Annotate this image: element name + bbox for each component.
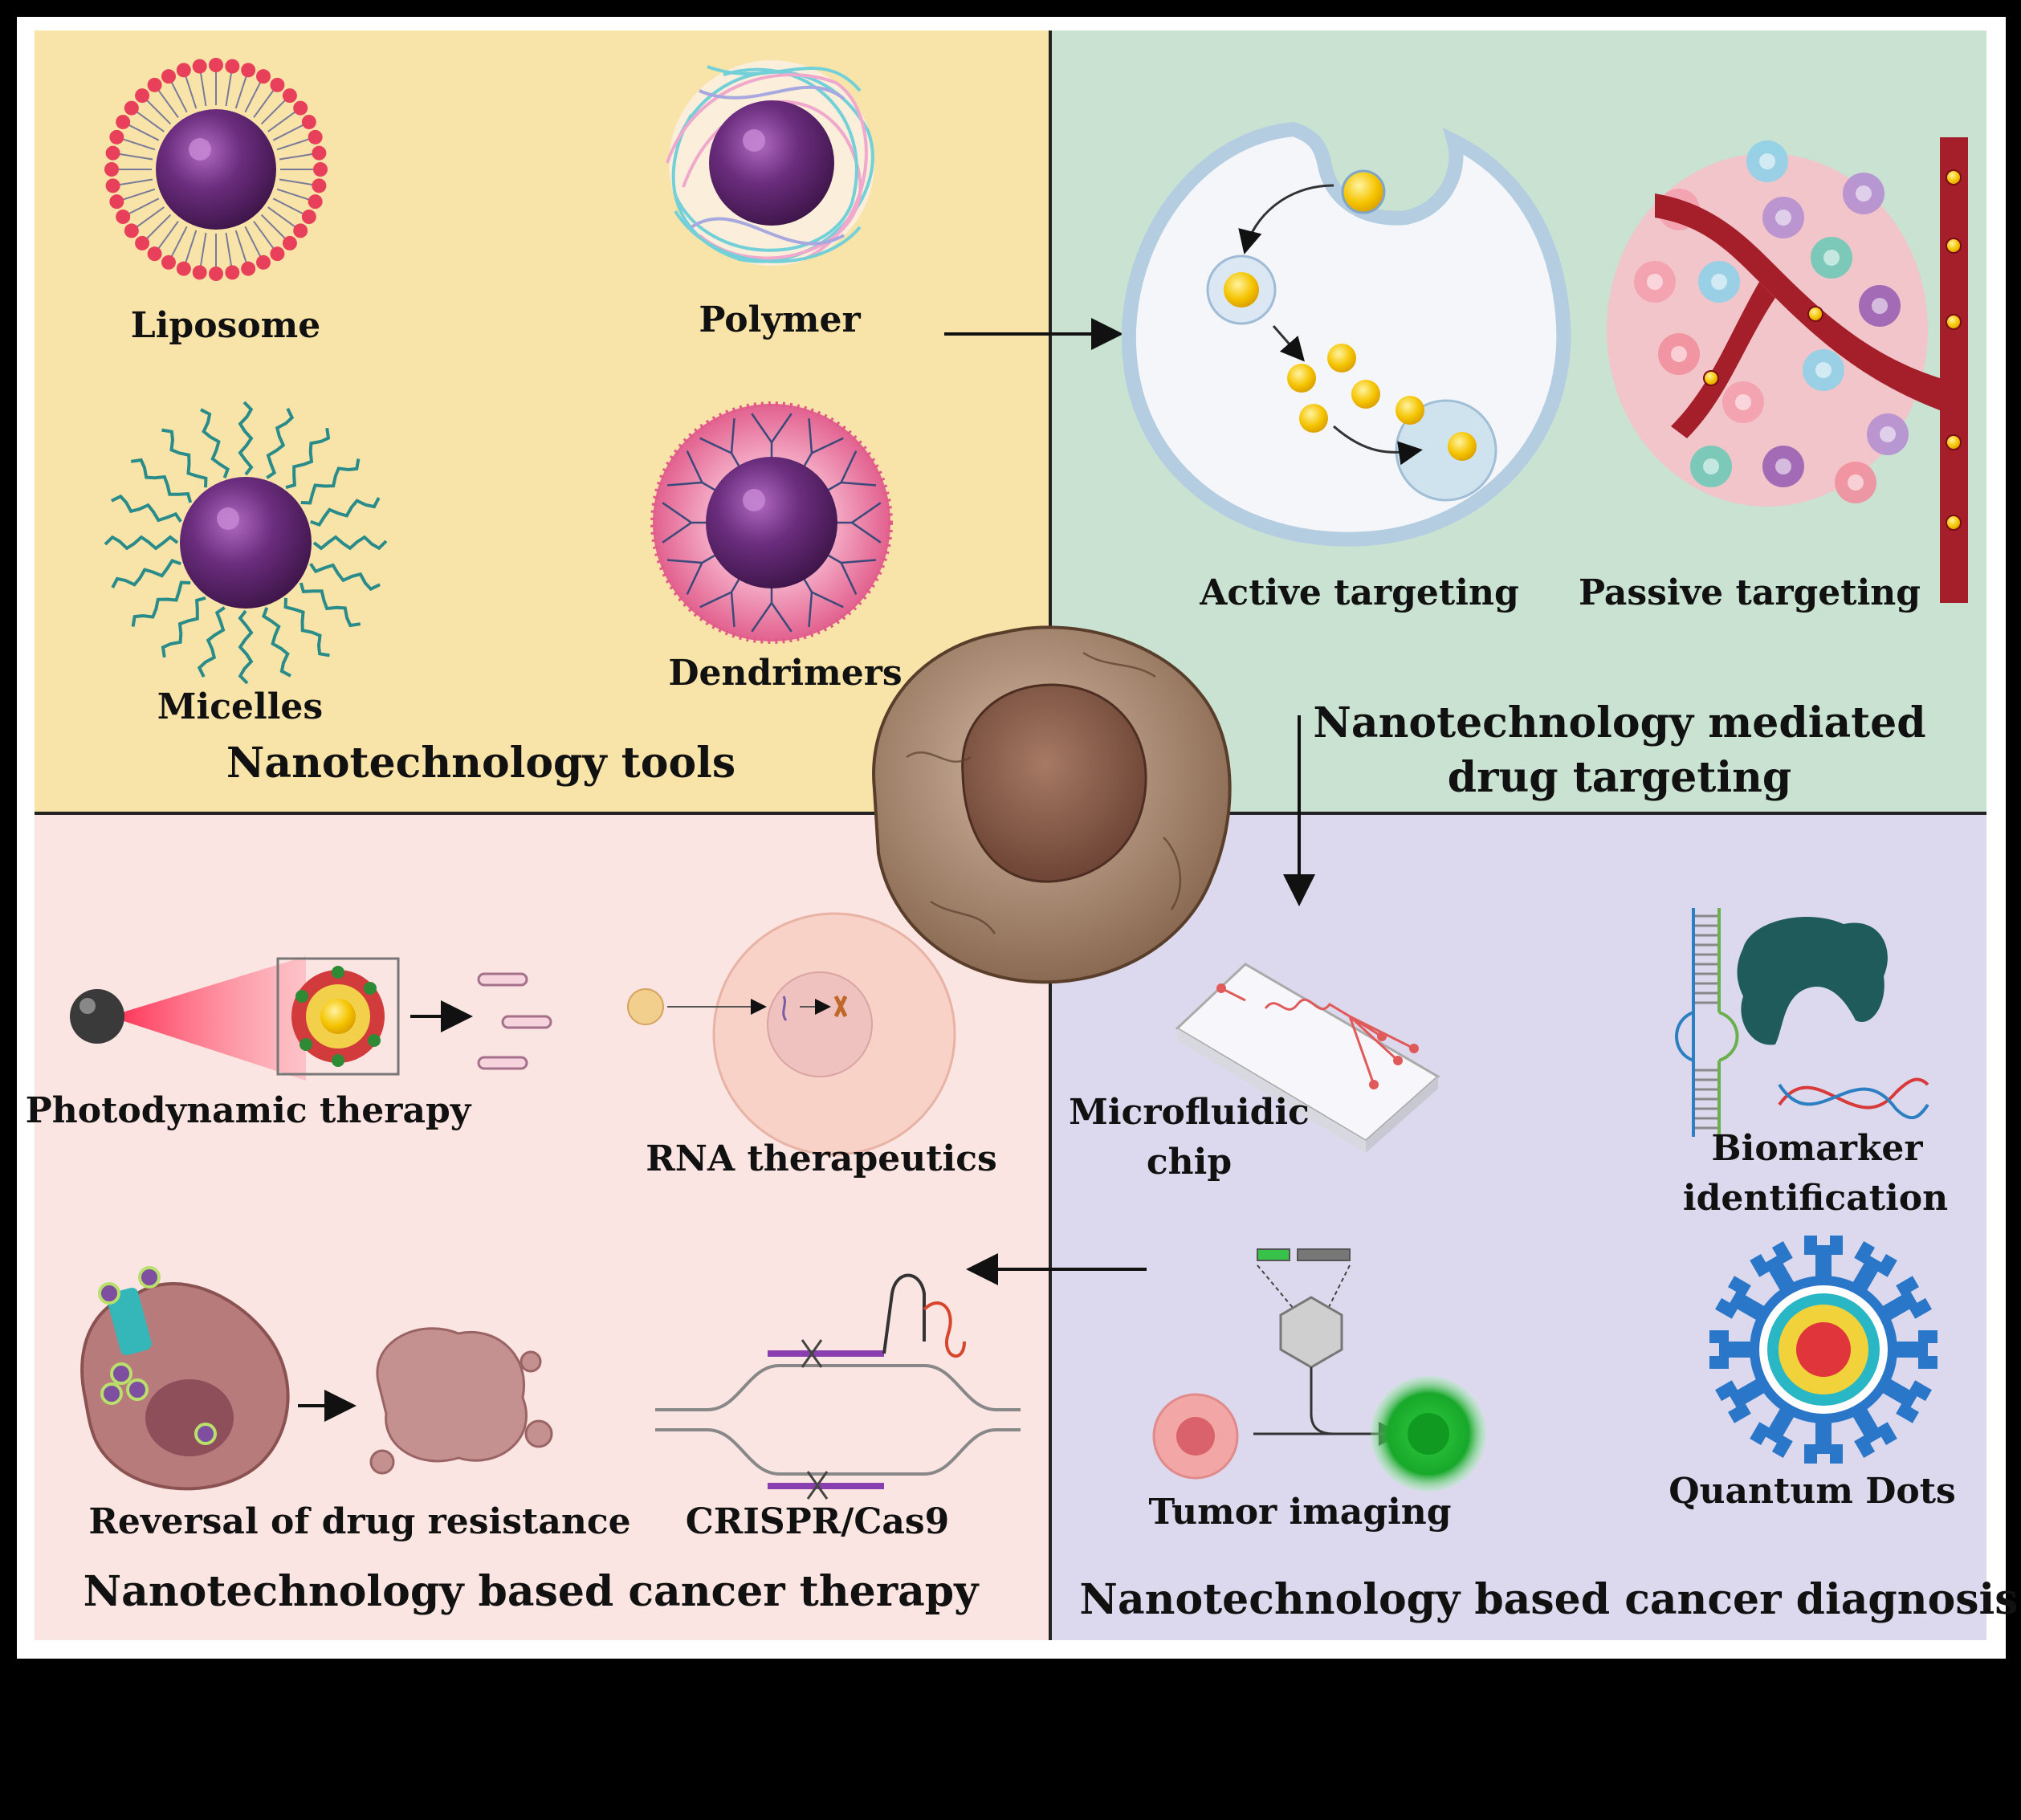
- active-targeting-cell-icon: [1121, 121, 1571, 547]
- liposome-icon: [104, 58, 328, 281]
- micelle-icon: [104, 401, 388, 685]
- biomarker-dna-icon: [1675, 908, 1929, 1137]
- rna-cell-icon: [627, 912, 956, 1156]
- photodynamic-therapy-label: Photodynamic therapy: [25, 1090, 471, 1131]
- microfluidic-chip-icon: [1175, 963, 1440, 1153]
- passive-targeting-label: Passive targeting: [1578, 572, 1921, 613]
- tumor-imaging-label: Tumor imaging: [1148, 1492, 1452, 1533]
- crispr-label: CRISPR/Cas9: [685, 1501, 950, 1542]
- chip-label: chip: [1146, 1142, 1233, 1183]
- fragmented-cell-icon: [369, 1327, 553, 1475]
- liposome-label: Liposome: [130, 305, 321, 346]
- tumor-imaging-icon: [1152, 1248, 1486, 1492]
- drug-resistance-label: Reversal of drug resistance: [88, 1501, 631, 1542]
- targeting-title-line1: Nanotechnology mediated: [1313, 698, 1926, 747]
- released-drug-icon: [477, 972, 552, 1070]
- polymer-nanoparticle-icon: [666, 60, 874, 266]
- quantum-dots-label: Quantum Dots: [1669, 1471, 1956, 1512]
- identification-label: identification: [1682, 1178, 1949, 1219]
- biomarker-label: Biomarker: [1711, 1128, 1923, 1169]
- therapy-title: Nanotechnology based cancer therapy: [83, 1567, 979, 1616]
- tools-title: Nanotechnology tools: [226, 739, 736, 788]
- diagram-canvas: [35, 31, 1986, 1640]
- cancer-cell-icon: [872, 625, 1232, 984]
- photodynamic-nanoparticle-icon: [276, 957, 400, 1076]
- rna-therapeutics-label: RNA therapeutics: [646, 1138, 997, 1179]
- dendrimer-icon: [650, 401, 893, 644]
- quantum-dot-icon: [1709, 1236, 1937, 1464]
- laser-icon: [70, 956, 306, 1081]
- microfluidic-label: Microfluidic: [1069, 1092, 1310, 1133]
- micelles-label: Micelles: [157, 686, 324, 727]
- targeting-title-line2: drug targeting: [1447, 753, 1792, 802]
- tumor-blood-vessel-icon: [1607, 137, 1968, 603]
- dendrimers-label: Dendrimers: [668, 653, 903, 694]
- figure-panel: Liposome Polymer Micelles Dendrimers Nan…: [17, 17, 2019, 1659]
- polymer-label: Polymer: [699, 299, 861, 340]
- active-targeting-label: Active targeting: [1200, 572, 1519, 613]
- drug-resistance-cell-icon: [80, 1266, 290, 1491]
- crispr-dna-icon: [655, 1273, 1021, 1500]
- diagnosis-title: Nanotechnology based cancer diagnosis: [1079, 1575, 2019, 1624]
